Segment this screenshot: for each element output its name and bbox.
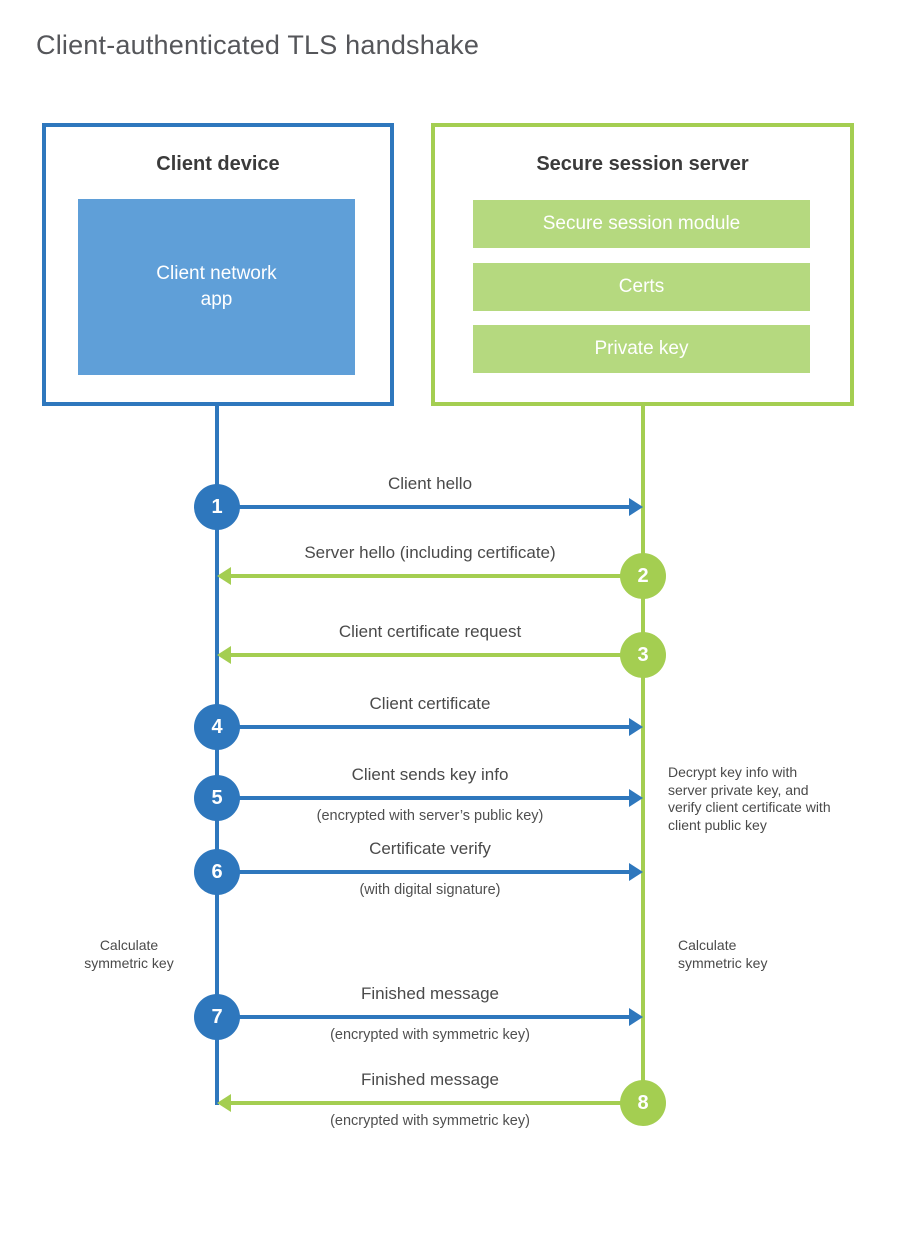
step-5-label: Client sends key info xyxy=(351,765,509,784)
step-2-number-badge: 2 xyxy=(620,553,666,599)
step-6-arrowhead-icon xyxy=(629,863,643,881)
step-8-arrow-line xyxy=(231,1101,643,1105)
step-6-sublabel: (with digital signature) xyxy=(359,882,501,898)
step-7-sublabel: (encrypted with symmetric key) xyxy=(330,1027,530,1043)
step-7-arrowhead-icon xyxy=(629,1008,643,1026)
server-module-secure-session: Secure session module xyxy=(473,200,810,248)
step-3-arrowhead-icon xyxy=(217,646,231,664)
step-5-arrow-line xyxy=(217,796,629,800)
step-1-label: Client hello xyxy=(387,474,473,493)
step-1-arrowhead-icon xyxy=(629,498,643,516)
server-calculate-symmetric-key-note: Calculate symmetric key xyxy=(678,937,768,971)
step-4-label: Client certificate xyxy=(369,694,491,713)
step-2-label: Server hello (including certificate) xyxy=(304,543,556,562)
secure-session-server-heading: Secure session server xyxy=(536,153,749,175)
secure-session-server-box: Secure session server Secure session mod… xyxy=(431,123,854,406)
step-4-arrow-line xyxy=(217,725,629,729)
client-network-app-label: Client network app xyxy=(156,263,277,310)
step-1-number-badge: 1 xyxy=(194,484,240,530)
client-device-heading: Client device xyxy=(156,153,280,175)
client-network-app-box: Client network app xyxy=(78,199,355,375)
step-6-label: Certificate verify xyxy=(369,839,491,858)
step-8-number-badge: 8 xyxy=(620,1080,666,1126)
client-lifeline xyxy=(215,405,219,1105)
step-1-arrow-line xyxy=(217,505,629,509)
step-5-arrowhead-icon xyxy=(629,789,643,807)
step-5-sublabel: (encrypted with server’s public key) xyxy=(316,808,544,824)
step-3-number-badge: 3 xyxy=(620,632,666,678)
server-lifeline xyxy=(641,405,645,1105)
client-calculate-symmetric-key-note: Calculate symmetric key xyxy=(84,937,174,971)
page-title: Client-authenticated TLS handshake xyxy=(36,30,480,60)
server-module-certs: Certs xyxy=(473,263,810,311)
step-8-sublabel: (encrypted with symmetric key) xyxy=(330,1113,530,1129)
step-6-arrow-line xyxy=(217,870,629,874)
step-3-label: Client certificate request xyxy=(338,622,522,641)
step-2-arrowhead-icon xyxy=(217,567,231,585)
step-8-arrowhead-icon xyxy=(217,1094,231,1112)
client-device-box: Client device Client network app xyxy=(42,123,394,406)
step-3-arrow-line xyxy=(231,653,643,657)
step-8-label: Finished message xyxy=(361,1070,499,1089)
step-7-number-badge: 7 xyxy=(194,994,240,1040)
server-decrypt-note: Decrypt key info with server private key… xyxy=(668,764,831,833)
step-4-number-badge: 4 xyxy=(194,704,240,750)
server-module-private-key: Private key xyxy=(473,325,810,373)
step-5-number-badge: 5 xyxy=(194,775,240,821)
step-7-label: Finished message xyxy=(361,984,499,1003)
step-7-arrow-line xyxy=(217,1015,629,1019)
step-2-arrow-line xyxy=(231,574,643,578)
step-4-arrowhead-icon xyxy=(629,718,643,736)
step-6-number-badge: 6 xyxy=(194,849,240,895)
